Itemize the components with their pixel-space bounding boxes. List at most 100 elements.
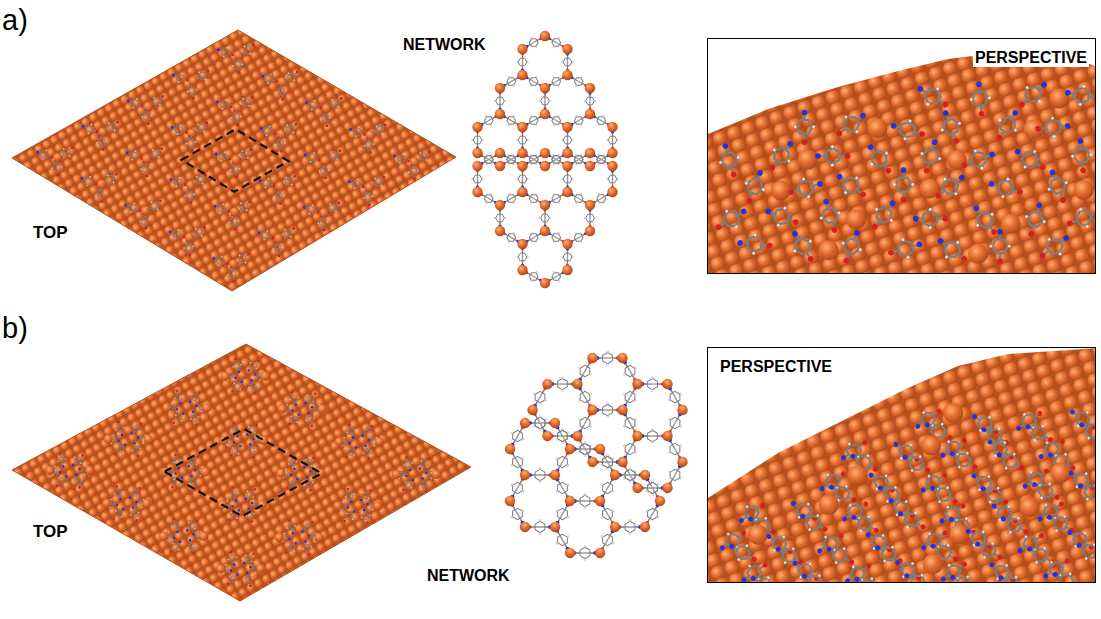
molecule (114, 420, 127, 438)
hydrogen-atom (177, 229, 179, 231)
benzene-ring (264, 126, 273, 136)
hydrogen-atom (598, 193, 600, 195)
hydrogen-atom (311, 109, 313, 111)
molecule (303, 97, 323, 113)
hydrogen-atom (527, 139, 529, 141)
hydrogen-atom (535, 76, 537, 78)
copper-adatom (322, 104, 331, 113)
nitrogen-atom (185, 529, 189, 533)
benzene-ring (528, 37, 539, 48)
hydrogen-atom (240, 202, 242, 204)
benzene-ring (96, 190, 105, 198)
hydrogen-atom (121, 516, 123, 518)
hydrogen-atom (330, 151, 332, 153)
hydrogen-atom (116, 446, 118, 448)
copper-node (562, 161, 572, 171)
oxygen-atom (318, 158, 322, 162)
benzene-ring (84, 176, 93, 186)
copper-adatom (85, 466, 94, 475)
copper-node (517, 239, 527, 249)
copper-node (562, 148, 572, 158)
hydrogen-atom (171, 403, 173, 405)
hydrogen-atom (84, 474, 86, 476)
oxygen-atom (228, 157, 232, 161)
benzene-ring (171, 542, 180, 551)
benzene-ring (130, 510, 139, 518)
molecule (45, 464, 63, 477)
benzene-ring (374, 125, 385, 136)
hydrogen-atom (472, 178, 474, 180)
hydrogen-atom (81, 479, 83, 481)
copper-adatom (278, 77, 287, 86)
molecule (517, 130, 529, 149)
benzene-ring (73, 477, 82, 485)
molecule (259, 71, 279, 87)
hydrogen-atom (606, 415, 608, 417)
hydrogen-atom (285, 468, 287, 470)
hydrogen-atom (266, 230, 268, 232)
molecule (562, 52, 574, 71)
hydrogen-atom (381, 132, 383, 134)
hydrogen-atom (517, 139, 519, 141)
benzene-ring (61, 147, 72, 158)
copper-node (517, 161, 527, 171)
molecule (346, 176, 366, 192)
hydrogen-atom (202, 183, 204, 185)
copper-adatom (373, 501, 382, 510)
copper-adatom (53, 153, 62, 162)
oxygen-atom (231, 390, 235, 394)
nitrogen-atom (250, 379, 253, 382)
hydrogen-atom (539, 100, 541, 102)
benzene-ring (132, 424, 141, 433)
hydrogen-atom (508, 163, 510, 165)
copper-node (472, 161, 482, 171)
molecule (224, 570, 242, 588)
hydrogen-atom (584, 217, 586, 219)
hydrogen-atom (235, 581, 237, 583)
hydrogen-atom (490, 163, 492, 165)
nitrogen-atom (36, 150, 40, 154)
benzene-ring (52, 163, 61, 171)
nitrogen-atom (304, 401, 308, 405)
oxygen-atom (139, 156, 143, 160)
benzene-ring (107, 122, 118, 133)
copper-node (517, 265, 527, 275)
benzene-ring (496, 97, 505, 105)
benzene-ring (149, 200, 160, 211)
nitrogen-atom (351, 436, 354, 439)
hydrogen-atom (184, 195, 186, 197)
benzene-ring (506, 154, 517, 165)
hydrogen-atom (74, 456, 76, 458)
copper-node (540, 161, 550, 171)
oxygen-atom (277, 254, 280, 257)
oxygen-atom (382, 175, 386, 179)
copper-adatom (141, 206, 150, 215)
hydrogen-atom (240, 116, 242, 118)
hydrogen-atom (354, 429, 356, 431)
copper-adatom (276, 182, 285, 191)
molecule (110, 505, 128, 523)
hydrogen-atom (226, 47, 228, 49)
molecule (244, 357, 262, 375)
hydrogen-atom (249, 53, 251, 55)
nitrogen-atom (231, 505, 234, 508)
nitrogen-atom (182, 412, 186, 416)
nitrogen-atom (136, 436, 139, 439)
molecule (220, 369, 238, 382)
molecule (248, 562, 266, 575)
oxygen-atom (115, 485, 118, 488)
molecule (231, 357, 244, 375)
molecule (71, 472, 84, 490)
hydrogen-atom (603, 115, 605, 117)
molecule (391, 151, 411, 167)
hydrogen-atom (513, 85, 515, 87)
hydrogen-atom (517, 61, 519, 63)
benzene-ring (397, 154, 406, 164)
oxygen-atom (363, 133, 367, 137)
hydrogen-atom (148, 219, 150, 221)
hydrogen-atom (105, 140, 107, 142)
benzene-ring (518, 136, 527, 144)
copper-node (540, 31, 550, 41)
oxygen-atom (246, 252, 250, 256)
benzene-ring (240, 149, 251, 160)
